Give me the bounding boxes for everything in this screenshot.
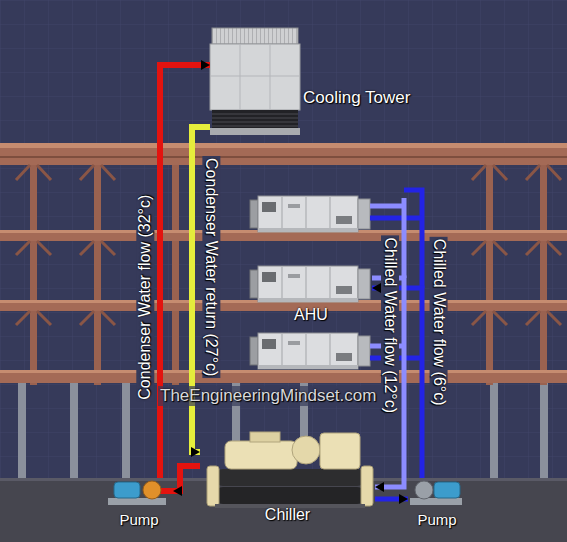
column xyxy=(540,382,548,480)
cooling-tower: Cooling Tower xyxy=(210,28,414,135)
arrow-head xyxy=(173,486,182,496)
arrow-head xyxy=(201,60,210,70)
lower-columns xyxy=(18,382,548,480)
pump-base xyxy=(410,498,462,505)
frame-beams xyxy=(0,143,567,383)
column xyxy=(122,382,130,480)
pipe-label-holder: Condenser Water return (27°c) xyxy=(202,156,220,378)
air-handling-unit xyxy=(250,333,370,369)
column xyxy=(486,145,493,385)
pump-label: Pump xyxy=(119,511,158,528)
control-panel xyxy=(250,432,280,442)
frame-braces xyxy=(16,165,561,325)
column xyxy=(30,145,37,385)
chiller: Chiller xyxy=(200,428,375,530)
arrow-head xyxy=(375,482,384,492)
pipe-label: Condenser Water return (27°c) xyxy=(202,156,220,378)
pipe-label: Chilled Water flow (6°c) xyxy=(429,237,447,408)
arrow-head xyxy=(191,447,200,457)
cooling-tower-label: Cooling Tower xyxy=(303,88,410,108)
chilled-pump-drawing xyxy=(410,481,462,505)
chiller-shell xyxy=(215,469,365,486)
pump-base xyxy=(108,498,166,505)
watermark: TheEngineeringMindset.com xyxy=(158,386,378,406)
pump-housing xyxy=(143,481,161,499)
beam xyxy=(0,143,567,165)
background-grid xyxy=(0,0,567,478)
condenser-pump-drawing xyxy=(108,481,166,505)
column xyxy=(94,145,101,385)
compressor xyxy=(225,441,297,469)
pump: Pump xyxy=(105,478,173,532)
condenser-flow-pipe xyxy=(173,466,200,491)
tower-panel-line xyxy=(210,44,300,110)
chilled-pipe xyxy=(404,190,422,288)
cooling-tower-drawing xyxy=(210,28,300,135)
air-handling-unit-label: AHU xyxy=(294,306,328,324)
pipe-label-holder: Condenser Water flow (32°c) xyxy=(136,192,154,401)
tower-louvres xyxy=(212,110,298,128)
column xyxy=(172,145,179,385)
column xyxy=(490,382,498,480)
pipe-label: Condenser Water flow (32°c) xyxy=(136,192,154,401)
column xyxy=(18,382,26,480)
pump-motor xyxy=(434,482,460,498)
beam xyxy=(0,156,567,158)
beam xyxy=(0,370,567,373)
column xyxy=(540,145,547,385)
condenser-flow-pipe xyxy=(173,466,200,496)
brace xyxy=(16,241,561,255)
air-handling-unit xyxy=(250,196,370,232)
watermark-holder: TheEngineeringMindset.com xyxy=(158,386,378,406)
pump-label: Pump xyxy=(417,511,456,528)
chilled-flow-pipe xyxy=(375,494,408,504)
chiller-end-cap xyxy=(207,466,219,506)
tower-base xyxy=(210,128,300,135)
brace xyxy=(16,165,561,180)
chiller-shell xyxy=(215,487,365,504)
chiller-motor xyxy=(320,433,360,469)
pump-housing xyxy=(415,481,433,499)
beam xyxy=(0,370,567,383)
pump-motor xyxy=(114,482,140,498)
tower-fan-deck xyxy=(212,28,298,44)
column xyxy=(70,382,78,480)
pipe-label-holder: Chilled Water flow (6°c) xyxy=(429,237,447,408)
chiller-label: Chiller xyxy=(265,506,310,524)
ground xyxy=(0,478,567,542)
frame-columns xyxy=(30,145,547,385)
air-handling-unit: AHU xyxy=(250,266,372,328)
brace xyxy=(16,311,561,325)
air-handling-unit xyxy=(250,266,370,302)
pump: Pump xyxy=(408,478,466,532)
pipe-label: Chilled Water flow (12°c) xyxy=(381,235,399,415)
beam xyxy=(0,143,567,148)
chiller-end-cap xyxy=(361,466,373,506)
arrow-head xyxy=(399,494,408,504)
chilled-return-pipe xyxy=(402,198,407,278)
compressor-volute xyxy=(292,436,320,464)
tower-casing xyxy=(210,44,300,110)
pipe-label-holder: Chilled Water flow (12°c) xyxy=(381,235,399,415)
louvre-line xyxy=(212,114,298,126)
chiller-drawing xyxy=(207,432,373,508)
